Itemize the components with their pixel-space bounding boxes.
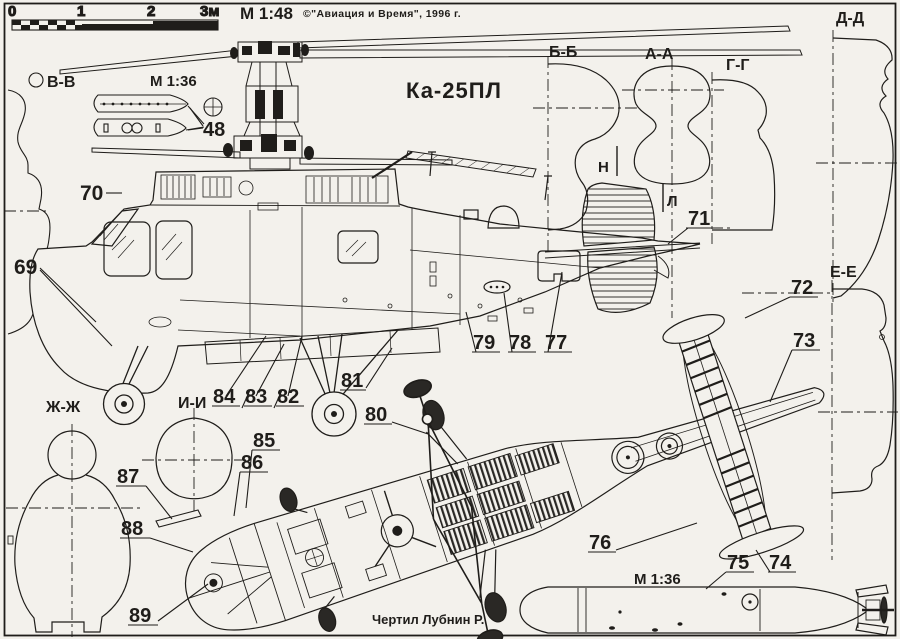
section-zhzh-label: Ж-Ж	[45, 399, 81, 416]
pods-scale-label: М 1:36	[150, 73, 197, 90]
rotor-gearbox	[243, 85, 301, 137]
callout-82: 82	[277, 386, 299, 408]
callout-84: 84	[213, 386, 236, 408]
engine-vents	[160, 174, 389, 211]
floor-gratings	[426, 443, 576, 555]
torpedo-detail	[519, 584, 894, 636]
callout-72: 72	[791, 277, 813, 299]
section-gg-label: Г-Г	[726, 57, 749, 74]
lower-rotor-head	[223, 134, 314, 170]
callout-80: 80	[365, 404, 387, 426]
section-dd-label: Д-Д	[836, 10, 865, 27]
callout-69: 69	[14, 256, 37, 279]
cut-marks	[616, 146, 664, 212]
rod-antenna	[371, 151, 413, 179]
plan-view	[184, 314, 825, 639]
ruler-tick-3: 3м	[200, 3, 219, 20]
section-vv-label: В-В	[47, 74, 75, 91]
upper-rotor-head	[230, 41, 309, 63]
landing-gear	[102, 329, 399, 437]
callout-79: 79	[473, 332, 495, 354]
aircraft-title: Ка-25ПЛ	[406, 78, 502, 103]
cabin-window	[337, 230, 379, 264]
cockpit-window-1	[103, 221, 151, 277]
callout-86: 86	[241, 452, 263, 474]
ruler-tick-0: 0	[8, 3, 16, 20]
credit-text: Чертил Лубнин Р.	[372, 612, 484, 627]
ruler-tick-1: 1	[77, 3, 85, 20]
callout-76: 76	[589, 532, 611, 554]
tail-fin-lower	[587, 246, 658, 313]
side-view	[29, 151, 830, 437]
callout-numbers: 48 69 70 71 72 73 74 75 76 77 78 79 80 8…	[14, 119, 815, 627]
search-light	[209, 578, 218, 587]
ruler-tick-2: 2	[147, 3, 155, 20]
nose-antenna	[155, 509, 202, 528]
scale-ruler: 0 1 2 3м	[7, 2, 220, 31]
bottom-sections	[6, 408, 248, 637]
callout-83: 83	[245, 386, 267, 408]
callout-87: 87	[117, 466, 139, 488]
callout-70: 70	[80, 182, 103, 205]
callout-88: 88	[121, 518, 143, 540]
callout-71: 71	[688, 208, 710, 230]
cross-sections	[533, 30, 898, 560]
cockpit-window-2	[155, 220, 193, 280]
section-bb-label: Б-Б	[549, 44, 577, 61]
callout-75: 75	[727, 552, 749, 574]
mark-n: Н	[598, 159, 609, 176]
pods-detail	[93, 94, 223, 137]
section-aa-label: А-А	[645, 46, 674, 63]
stabilizer-plan	[662, 314, 805, 560]
callout-77: 77	[545, 332, 567, 354]
copyright-text: ©"Авиация и Время", 1996 г.	[303, 8, 461, 20]
callout-48: 48	[203, 119, 225, 141]
callout-89: 89	[129, 605, 151, 627]
callout-85: 85	[253, 430, 275, 452]
access-panel	[537, 250, 581, 282]
callout-73: 73	[793, 330, 815, 352]
callout-leaders	[39, 107, 820, 626]
callout-74: 74	[769, 552, 792, 574]
tail-unit	[463, 182, 701, 313]
callout-81: 81	[341, 370, 363, 392]
tail-fin-upper	[581, 182, 656, 247]
torpedo-scale-label: М 1:36	[634, 571, 681, 588]
section-ee-label: Е-Е	[830, 264, 857, 281]
main-scale-label: М 1:48	[240, 4, 293, 23]
callout-78: 78	[509, 332, 531, 354]
ruler-checker	[12, 20, 218, 30]
section-ii-label: И-И	[178, 395, 206, 412]
border-frame	[3, 2, 897, 637]
